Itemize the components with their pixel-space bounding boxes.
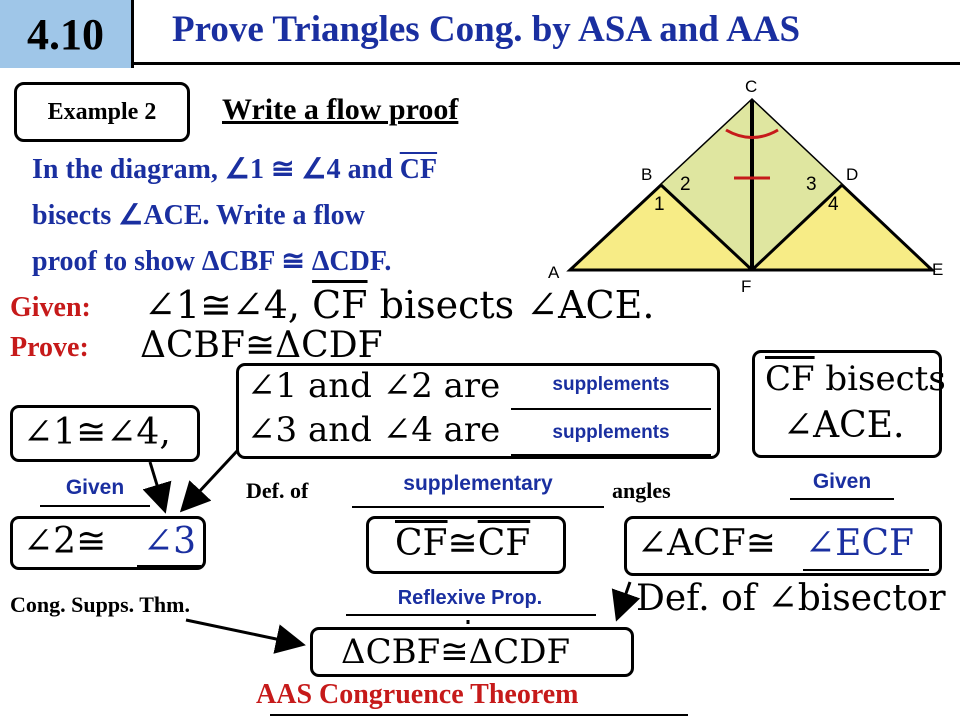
angle-label-1: 1 [654, 194, 665, 215]
angle-icon: ∠ [382, 366, 412, 406]
arrow-s6-s7 [611, 581, 641, 622]
statement-supplements: ∠1 and ∠2 are ∠3 and ∠4 are supplements … [236, 363, 720, 459]
arrow-s4-s7 [185, 618, 306, 654]
blank-supplements-2: supplements [552, 422, 670, 443]
triangle-icon: Δ [275, 325, 302, 366]
label-E: E [932, 260, 943, 279]
example-badge: Example 2 [14, 82, 190, 142]
triangle-icon: Δ [341, 632, 366, 672]
congruent-icon: ≅ [745, 523, 776, 564]
problem-line-3: proof to show ΔCBF ≅ ΔCDF. [32, 246, 392, 277]
label-A: A [548, 263, 560, 282]
statement-conclusion: ΔCBF≅ΔCDF [310, 627, 634, 677]
reason-given-1: Given [65, 476, 125, 499]
angle-icon: ∠ [783, 405, 814, 446]
problem-line-2: bisects ∠ACE. Write a flow [32, 200, 365, 231]
angle-icon: ∠ [637, 523, 668, 564]
triangle-icon: Δ [311, 246, 330, 277]
congruent-icon: ≅ [281, 246, 305, 277]
congruent-icon: ≅ [76, 412, 107, 453]
angle-icon: ∠ [224, 154, 251, 185]
prove-label: Prove: [10, 332, 89, 363]
given-label: Given: [10, 292, 91, 323]
angle-icon: ∠ [23, 412, 54, 453]
reason-angles: angles [612, 478, 671, 503]
reason-given-2: Given [812, 470, 872, 493]
label-C: C [745, 77, 757, 96]
arrow-s1-s4 [142, 461, 172, 514]
angle-label-4: 4 [828, 194, 839, 215]
angle-icon: ∠ [247, 366, 276, 406]
angle-icon: ∠ [144, 283, 176, 327]
angle-label-2: 2 [680, 174, 691, 195]
statement-angle1-angle4: ∠1≅∠4, [10, 405, 200, 462]
given-statement: ∠1≅∠4, CF bisects ∠ACE. [144, 283, 655, 327]
reason-aas: AAS Congruence Theorem [256, 679, 579, 710]
statement-cf-bisects: CF bisects ∠ACE. [752, 350, 946, 458]
task-heading: Write a flow proof [222, 93, 459, 126]
label-B: B [641, 165, 652, 184]
triangle-icon: Δ [468, 632, 494, 672]
reason-cong-supps: Cong. Supps. Thm. [10, 592, 190, 617]
label-F: F [741, 277, 751, 296]
blank-supplementary: supplementary [403, 472, 553, 495]
angle-mark-C [725, 128, 779, 139]
statement-angle2-angle3: ∠2≅ ∠3 [10, 516, 206, 570]
segment-BF [659, 183, 754, 272]
triangle-icon: Δ [201, 246, 220, 277]
page-title: Prove Triangles Cong. by ASA and AAS [172, 9, 801, 50]
angle-icon: ∠ [23, 521, 54, 562]
statement-acf-ecf: ∠ACF≅ ∠ECF [624, 516, 942, 576]
segment-DF [750, 183, 844, 272]
congruent-icon: ≅ [447, 523, 478, 564]
angle-icon: ∠ [106, 412, 137, 453]
blank-supplements-1: supplements [552, 374, 670, 395]
congruent-icon: ≅ [271, 154, 295, 185]
problem-line-1: In the diagram, ∠1 ≅ ∠4 and CF [32, 154, 438, 185]
angle-icon: ∠ [526, 283, 559, 327]
congruent-icon: ≅ [200, 283, 232, 327]
reason-reflexive: Reflexive Prop. [397, 587, 543, 609]
angle-label-3: 3 [806, 174, 817, 195]
arrow-s2-s4 [179, 448, 240, 513]
angle-icon: ∠ [301, 154, 327, 185]
header-divider [134, 62, 960, 65]
triangle-diagram: C B D A E F 1 2 3 4 [548, 77, 943, 296]
reason-def-supplementary: Def. of [246, 478, 309, 503]
section-number: 4.10 [0, 0, 134, 68]
angle-icon: ∠ [118, 200, 144, 231]
congruent-icon: ≅ [440, 632, 469, 672]
angle-icon: ∠ [382, 410, 412, 450]
angle-icon: ∠ [767, 578, 798, 619]
label-D: D [846, 165, 858, 184]
triangle-icon: Δ [140, 325, 166, 366]
reason-def-bisector: Def. of ∠bisector [636, 578, 946, 619]
angle-icon: ∠ [805, 523, 836, 564]
angle-icon: ∠ [143, 521, 174, 562]
prove-statement: ΔCBF≅ΔCDF [140, 325, 383, 366]
angle-icon: ∠ [247, 410, 276, 450]
reason-underline [40, 505, 150, 507]
congruent-icon: ≅ [244, 325, 276, 366]
statement-reflexive: CF≅CF [366, 516, 566, 574]
angle-icon: ∠ [231, 283, 264, 327]
congruent-icon: ≅ [76, 521, 107, 562]
